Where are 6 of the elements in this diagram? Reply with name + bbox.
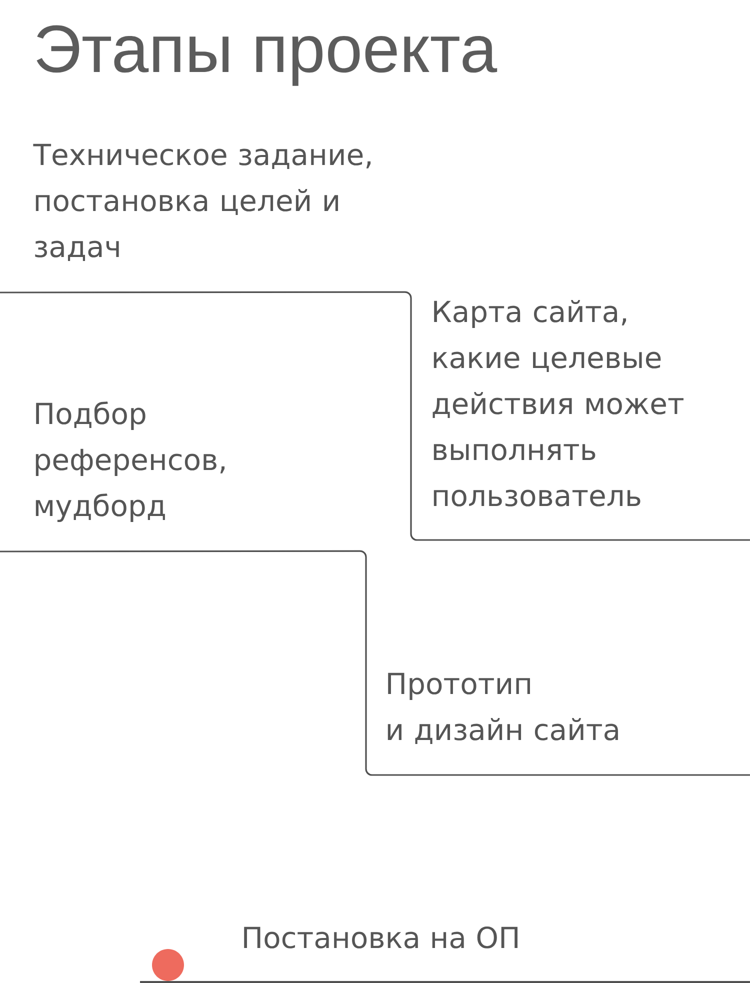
stage-label: Прототип и дизайн сайта xyxy=(388,672,618,744)
stage-label: Подбор референсов, мудборд xyxy=(36,402,225,522)
stage-label: Карта сайта, какие целевые действия может выполнять пользователь xyxy=(432,300,684,506)
stage-label: Постановка на ОП xyxy=(244,926,518,948)
stage-label: Техническое задание, постановка целей и задач xyxy=(33,144,371,262)
title: Этапы проекта xyxy=(36,25,498,86)
